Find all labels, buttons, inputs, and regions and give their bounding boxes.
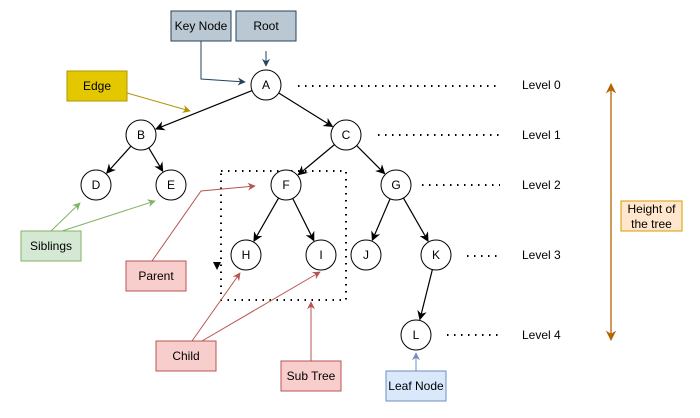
- parent-label: Parent: [138, 269, 174, 283]
- node-label: D: [92, 178, 101, 192]
- node-label: J: [363, 248, 369, 262]
- edge-box: [66, 70, 128, 102]
- edge-c-g: [356, 145, 386, 175]
- child-arrow-i: [201, 271, 321, 342]
- root-label: Root: [253, 19, 279, 33]
- edge-a-b: [154, 90, 253, 131]
- node-d: D: [80, 169, 112, 201]
- edge-arrow: [126, 92, 191, 113]
- node-a: A: [250, 69, 282, 101]
- node-label: K: [432, 248, 440, 262]
- node-label: L: [413, 328, 420, 342]
- subtree-dotted-box: [220, 170, 347, 301]
- level-3-label: Level 3: [522, 248, 561, 262]
- sub-tree-box: [280, 360, 342, 392]
- node-label: I: [319, 248, 322, 262]
- node-circle: [420, 239, 452, 271]
- node-f: F: [270, 169, 302, 201]
- siblings-box: [20, 230, 82, 262]
- node-c: C: [330, 119, 362, 151]
- node-h: H: [230, 239, 262, 271]
- siblings-arrow-d: [50, 202, 81, 232]
- node-label: C: [342, 128, 351, 142]
- node-l: L: [400, 319, 432, 351]
- edge-b-d: [106, 145, 132, 174]
- edge-f-i: [292, 198, 315, 242]
- sub-tree-label: Sub Tree: [287, 369, 336, 383]
- node-g: G: [380, 169, 412, 201]
- leaf-node-box: [385, 370, 447, 402]
- key-node-label: Key Node: [175, 19, 228, 33]
- node-circle: [250, 69, 282, 101]
- node-label: A: [262, 78, 270, 92]
- height-of-tree-line1: Height of: [627, 202, 676, 216]
- key-node-arrow: [200, 41, 246, 86]
- edge-k-l: [417, 269, 433, 321]
- siblings-label: Siblings: [30, 239, 72, 253]
- child-label: Child: [172, 349, 199, 363]
- level-2-label: Level 2: [522, 178, 561, 192]
- node-circle: [305, 239, 337, 271]
- edge-g-k: [402, 197, 429, 242]
- edge-label: Edge: [83, 79, 111, 93]
- leaf-node-label: Leaf Node: [388, 379, 444, 393]
- node-circle: [125, 119, 157, 151]
- node-k: K: [420, 239, 452, 271]
- root-box: [235, 10, 297, 42]
- level-1-label: Level 1: [522, 128, 561, 142]
- edge-c-f: [297, 144, 335, 176]
- node-circle: [330, 119, 362, 151]
- edge-b-e: [148, 147, 164, 173]
- parent-arrow: [151, 182, 256, 262]
- child-box: [155, 340, 217, 372]
- height-of-tree-box: [620, 200, 683, 232]
- subtree-box-arrowhead: [213, 262, 221, 270]
- level-0-label: Level 0: [522, 78, 561, 92]
- height-of-tree-line2: the tree: [631, 217, 672, 231]
- node-label: F: [282, 178, 289, 192]
- siblings-arrow-e: [61, 199, 156, 232]
- child-arrow-h: [191, 272, 241, 342]
- node-label: E: [167, 178, 175, 192]
- node-label: B: [137, 128, 145, 142]
- tree-edges: [106, 90, 433, 321]
- edge-f-h: [253, 197, 280, 242]
- node-circle: [155, 169, 187, 201]
- tree-nodes: A B C D E F G H I J K L: [80, 69, 452, 351]
- node-circle: [380, 169, 412, 201]
- node-j: J: [350, 239, 382, 271]
- node-circle: [270, 169, 302, 201]
- level-4-label: Level 4: [522, 328, 561, 342]
- node-circle: [400, 319, 432, 351]
- node-e: E: [155, 169, 187, 201]
- node-circle: [350, 239, 382, 271]
- node-circle: [230, 239, 262, 271]
- edge-a-c: [278, 92, 334, 128]
- node-label: H: [242, 248, 251, 262]
- node-label: G: [391, 178, 400, 192]
- node-b: B: [125, 119, 157, 151]
- node-circle: [80, 169, 112, 201]
- parent-box: [125, 260, 187, 292]
- edge-g-j: [371, 198, 391, 242]
- node-i: I: [305, 239, 337, 271]
